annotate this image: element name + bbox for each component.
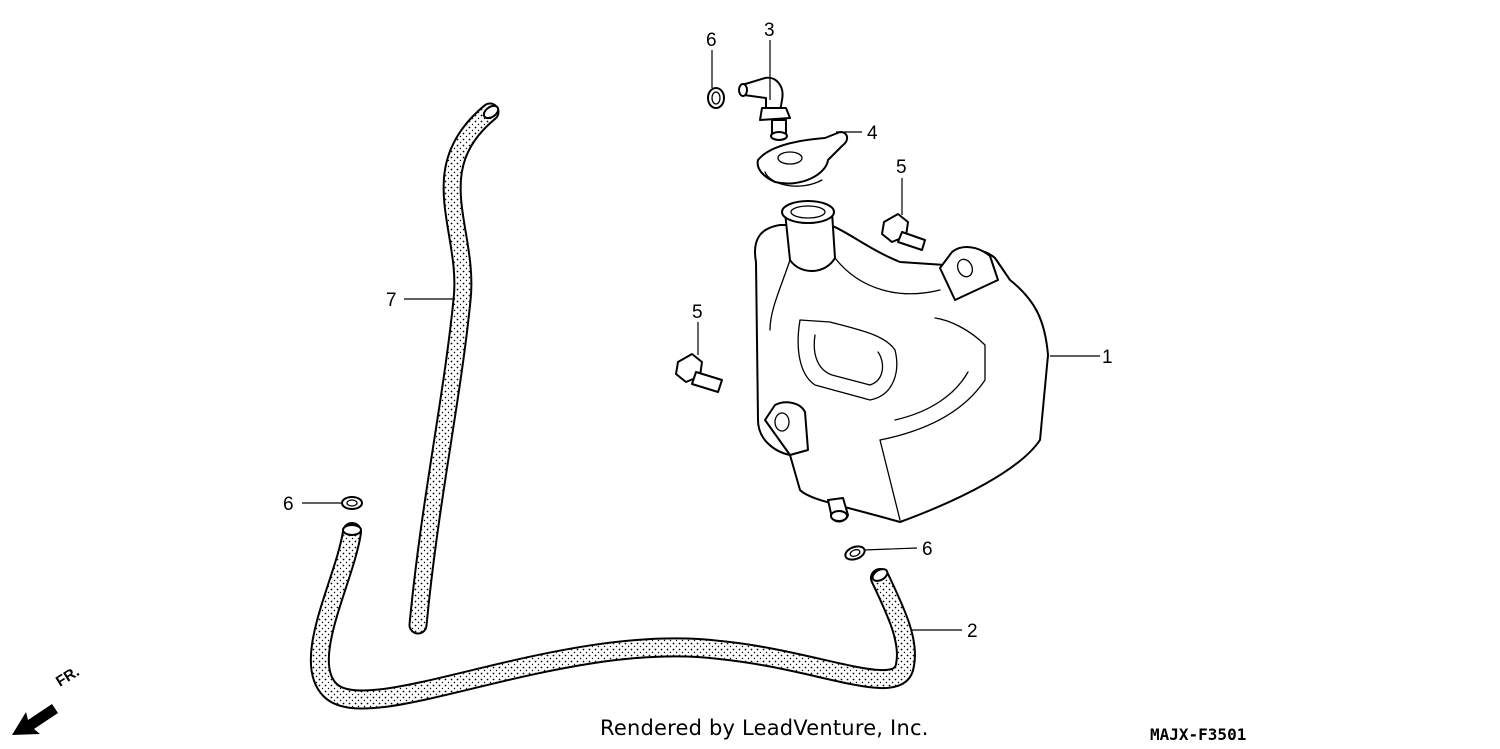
callout-6-top[interactable]: 6	[706, 30, 717, 51]
callout-2[interactable]: 2	[967, 621, 978, 642]
callout-1[interactable]: 1	[1102, 347, 1113, 368]
callout-5-lower[interactable]: 5	[692, 302, 703, 323]
reserve-tank-part-1[interactable]	[754, 200, 1049, 523]
clip-part-6-right[interactable]	[844, 544, 867, 562]
hose-part-2[interactable]	[309, 522, 916, 710]
clip-part-6-top[interactable]	[707, 87, 725, 109]
breather-fitting-part-3[interactable]	[738, 76, 791, 141]
tank-cap-part-4[interactable]	[756, 131, 848, 187]
callout-7[interactable]: 7	[386, 290, 397, 311]
callout-6-left[interactable]: 6	[283, 494, 294, 515]
callout-4[interactable]: 4	[867, 123, 878, 144]
bolt-part-5-lower[interactable]	[675, 353, 723, 393]
leader-lines	[302, 40, 1100, 631]
callout-3[interactable]: 3	[764, 20, 775, 41]
callout-5-upper[interactable]: 5	[896, 157, 907, 178]
clip-part-6-left[interactable]	[341, 496, 363, 510]
bolt-part-5-upper[interactable]	[881, 213, 926, 251]
diagram-code: MAJX-F3501	[1150, 725, 1247, 744]
callout-6-right[interactable]: 6	[922, 539, 933, 560]
render-credit: Rendered by LeadVenture, Inc.	[600, 716, 929, 740]
hose-part-7[interactable]	[408, 102, 500, 635]
front-direction-arrow-icon	[12, 704, 58, 735]
